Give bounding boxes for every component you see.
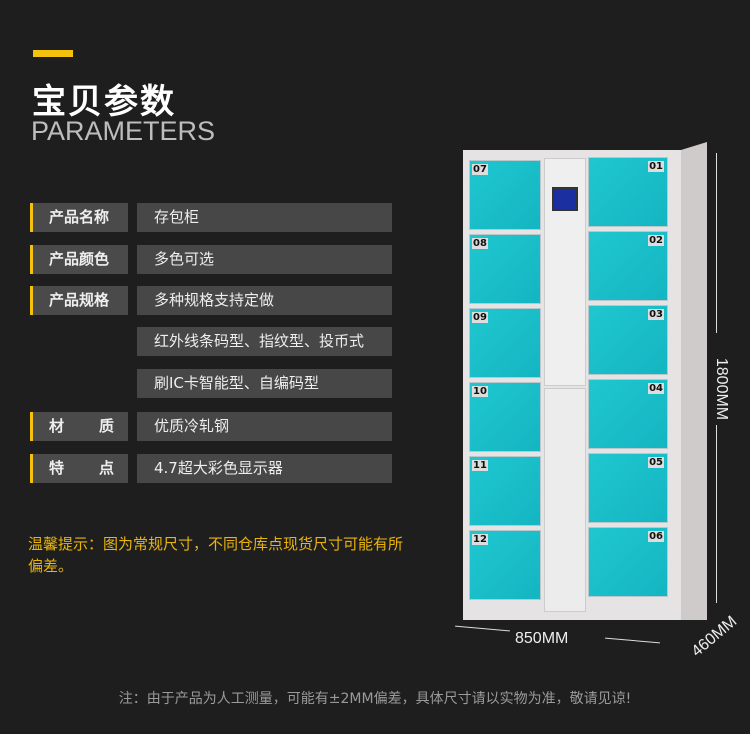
locker-door: 06 [588,527,668,597]
door-number: 08 [472,238,488,249]
locker-door: 01 [588,157,668,227]
locker-door: 12 [469,530,541,600]
param-label: 产品颜色 [30,245,128,274]
door-number: 07 [472,164,488,175]
accent-bar [33,50,73,57]
dim-line [716,425,717,603]
door-number: 11 [472,460,488,471]
storage-door [544,388,586,612]
tip-text: 温馨提示：图为常规尺寸，不同仓库点现货尺寸可能有所偏差。 [28,535,404,575]
door-number: 03 [648,309,664,320]
page-subtitle: PARAMETERS [31,116,216,146]
locker-door: 09 [469,308,541,378]
param-value: 存包柜 [137,203,392,232]
param-value: 多色可选 [137,245,392,274]
locker-door: 04 [588,379,668,449]
door-number: 01 [648,161,664,172]
dim-line [716,153,717,333]
door-number: 09 [472,312,488,323]
param-label-b: 质 [98,417,114,435]
dim-line [605,637,660,644]
locker-door: 08 [469,234,541,304]
param-label-a: 材 [49,417,65,435]
door-number: 02 [648,235,664,246]
door-number: 06 [648,531,664,542]
door-number: 04 [648,383,664,394]
display-screen [552,187,578,211]
width-dimension: 850MM [515,630,569,647]
param-label: 特点 [30,454,128,483]
locker-door: 02 [588,231,668,301]
locker-door: 05 [588,453,668,523]
dim-line [455,625,510,632]
locker-door: 07 [469,160,541,230]
door-number: 10 [472,386,488,397]
page-title: 宝贝参数 [32,82,176,122]
param-label: 产品名称 [30,203,128,232]
param-label: 材质 [30,412,128,441]
locker-side [681,142,707,620]
param-value: 4.7超大彩色显示器 [137,454,392,483]
height-dimension: 1800MM [713,357,731,421]
param-label-a: 特 [49,459,65,477]
param-value: 红外线条码型、指纹型、投币式 [137,327,392,356]
locker-door: 10 [469,382,541,452]
depth-dimension: 460MM [688,612,741,661]
param-value: 多种规格支持定做 [137,286,392,315]
footer-note: 注：由于产品为人工测量，可能有±2MM偏差，具体尺寸请以实物为准，敬请见谅! [118,691,632,707]
door-number: 05 [648,457,664,468]
locker-door: 11 [469,456,541,526]
param-label: 产品规格 [30,286,128,315]
param-value: 优质冷轧钢 [137,412,392,441]
locker-door: 03 [588,305,668,375]
param-label-b: 点 [98,459,114,477]
door-number: 12 [472,534,488,545]
param-value: 刷IC卡智能型、自编码型 [137,369,392,398]
